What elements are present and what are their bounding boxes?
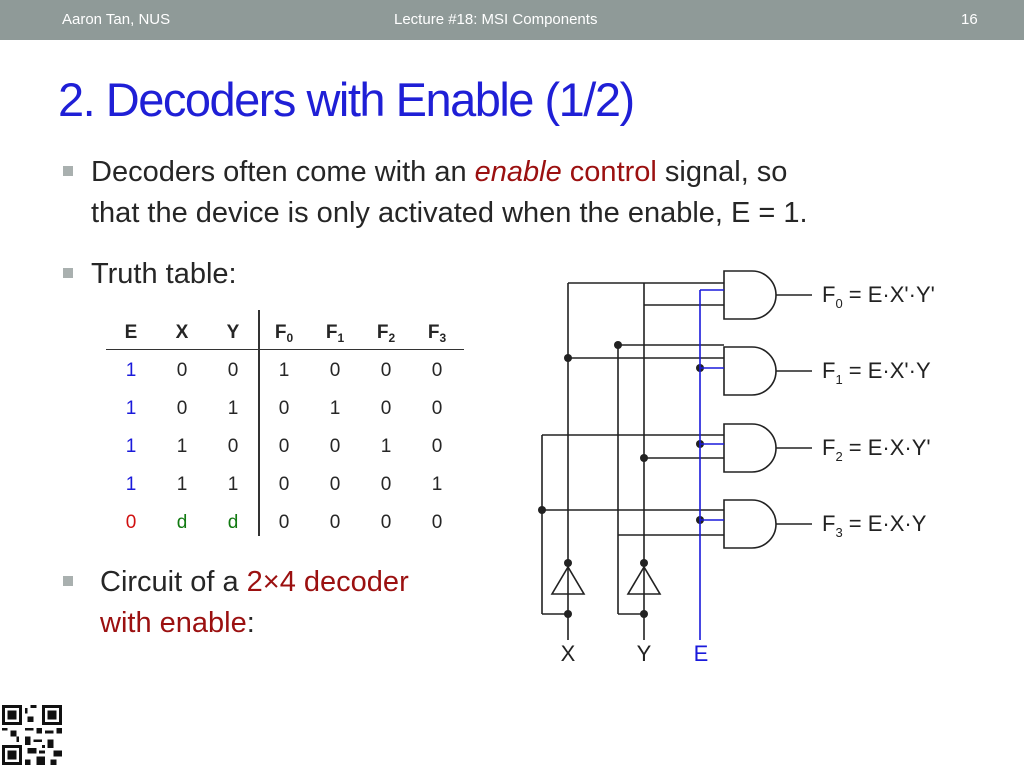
table-cell: 0 (380, 360, 392, 381)
table-cell: 0 (329, 512, 341, 533)
and-gate-f2 (723, 423, 777, 473)
table-cell: d (176, 512, 188, 533)
bullet-truth-table: Truth table: (63, 254, 237, 295)
table-divider (258, 310, 260, 536)
inverter-x (550, 565, 586, 595)
bullet-text: Truth table: (91, 258, 237, 290)
table-cell: 0 (329, 474, 341, 495)
lecture-label: Lecture #18: MSI Components (394, 11, 598, 28)
table-cell: 1 (227, 398, 239, 419)
qr-code-icon (2, 705, 62, 765)
and-gate-f0 (723, 270, 777, 320)
table-header-cell: F0 (274, 322, 294, 345)
author-label: Aaron Tan, NUS (62, 11, 171, 28)
table-cell: d (227, 512, 239, 533)
table-cell: 0 (380, 398, 392, 419)
table-header-cell: F3 (427, 322, 447, 345)
table-cell: 0 (278, 512, 290, 533)
input-x-label: X (561, 641, 576, 666)
table-cell: 1 (176, 436, 188, 457)
table-header-cell: F2 (376, 322, 396, 345)
table-header-cell: Y (226, 322, 240, 343)
table-cell: 1 (431, 474, 443, 495)
table-cell: 0 (278, 398, 290, 419)
table-row: 1 1 1 0 0 0 1 (106, 466, 464, 504)
table-cell: 0 (176, 360, 188, 381)
table-row: 0 d d 0 0 0 0 (106, 504, 464, 542)
and-gate-f1 (723, 346, 777, 396)
table-cell: 0 (176, 398, 188, 419)
table-cell: 1 (380, 436, 392, 457)
table-header-cell: X (175, 322, 189, 343)
bullet-text-line2: that the device is only activated when t… (91, 197, 808, 229)
enable-term: with enable (100, 607, 247, 639)
table-header-cell: F1 (325, 322, 345, 345)
table-cell: 0 (278, 436, 290, 457)
table-cell: 0 (278, 474, 290, 495)
bullet-text: Circuit of a (100, 566, 247, 598)
table-cell: 0 (431, 360, 443, 381)
and-gate-f3 (723, 499, 777, 549)
bullet-decoders: Decoders often come with an enable contr… (63, 152, 808, 234)
table-row: 1 0 1 0 1 0 0 (106, 390, 464, 428)
bullet-text: signal, so (656, 156, 788, 188)
table-cell: 0 (380, 474, 392, 495)
table-cell: 1 (329, 398, 341, 419)
table-cell: 0 (431, 398, 443, 419)
table-cell: 1 (125, 474, 137, 495)
bullet-marker (63, 268, 73, 278)
table-cell: 0 (125, 512, 137, 533)
table-cell: 1 (125, 436, 137, 457)
slide-header: Aaron Tan, NUS Lecture #18: MSI Componen… (0, 0, 1024, 40)
table-cell: 0 (380, 512, 392, 533)
table-cell: 1 (278, 360, 290, 381)
enable-word: enable (474, 156, 562, 188)
table-cell: 1 (176, 474, 188, 495)
page-number: 16 (961, 11, 978, 28)
output-label-f0: F0 = E·X'·Y' (822, 282, 935, 311)
table-cell: 0 (431, 436, 443, 457)
decoder-term: 2×4 decoder (246, 566, 409, 598)
bullet-text: : (246, 607, 255, 639)
table-header-cell: E (124, 322, 138, 343)
output-label-f2: F2 = E·X·Y' (822, 435, 931, 464)
bullet-circuit: Circuit of a 2×4 decoder with enable: (63, 562, 409, 644)
output-label-f1: F1 = E·X'·Y (822, 358, 931, 387)
table-cell: 1 (125, 398, 137, 419)
bullet-marker (63, 166, 73, 176)
input-e-label: E (694, 641, 709, 666)
table-row: 1 1 0 0 0 1 0 (106, 428, 464, 466)
table-cell: 0 (329, 436, 341, 457)
table-cell: 0 (431, 512, 443, 533)
table-cell: 1 (125, 360, 137, 381)
table-header-row: E X Y F0 F1 F2 F3 (106, 316, 464, 350)
bullet-text: Decoders often come with an (91, 156, 475, 188)
input-y-label: Y (637, 641, 652, 666)
bullet-marker (63, 576, 73, 586)
inverter-y (626, 565, 662, 595)
table-cell: 0 (227, 360, 239, 381)
output-label-f3: F3 = E·X·Y (822, 511, 927, 540)
table-cell: 0 (329, 360, 341, 381)
table-row: 1 0 0 1 0 0 0 (106, 352, 464, 390)
table-cell: 1 (227, 474, 239, 495)
table-cell: 0 (227, 436, 239, 457)
control-word: control (561, 156, 657, 188)
slide-title: 2. Decoders with Enable (1/2) (58, 73, 635, 126)
